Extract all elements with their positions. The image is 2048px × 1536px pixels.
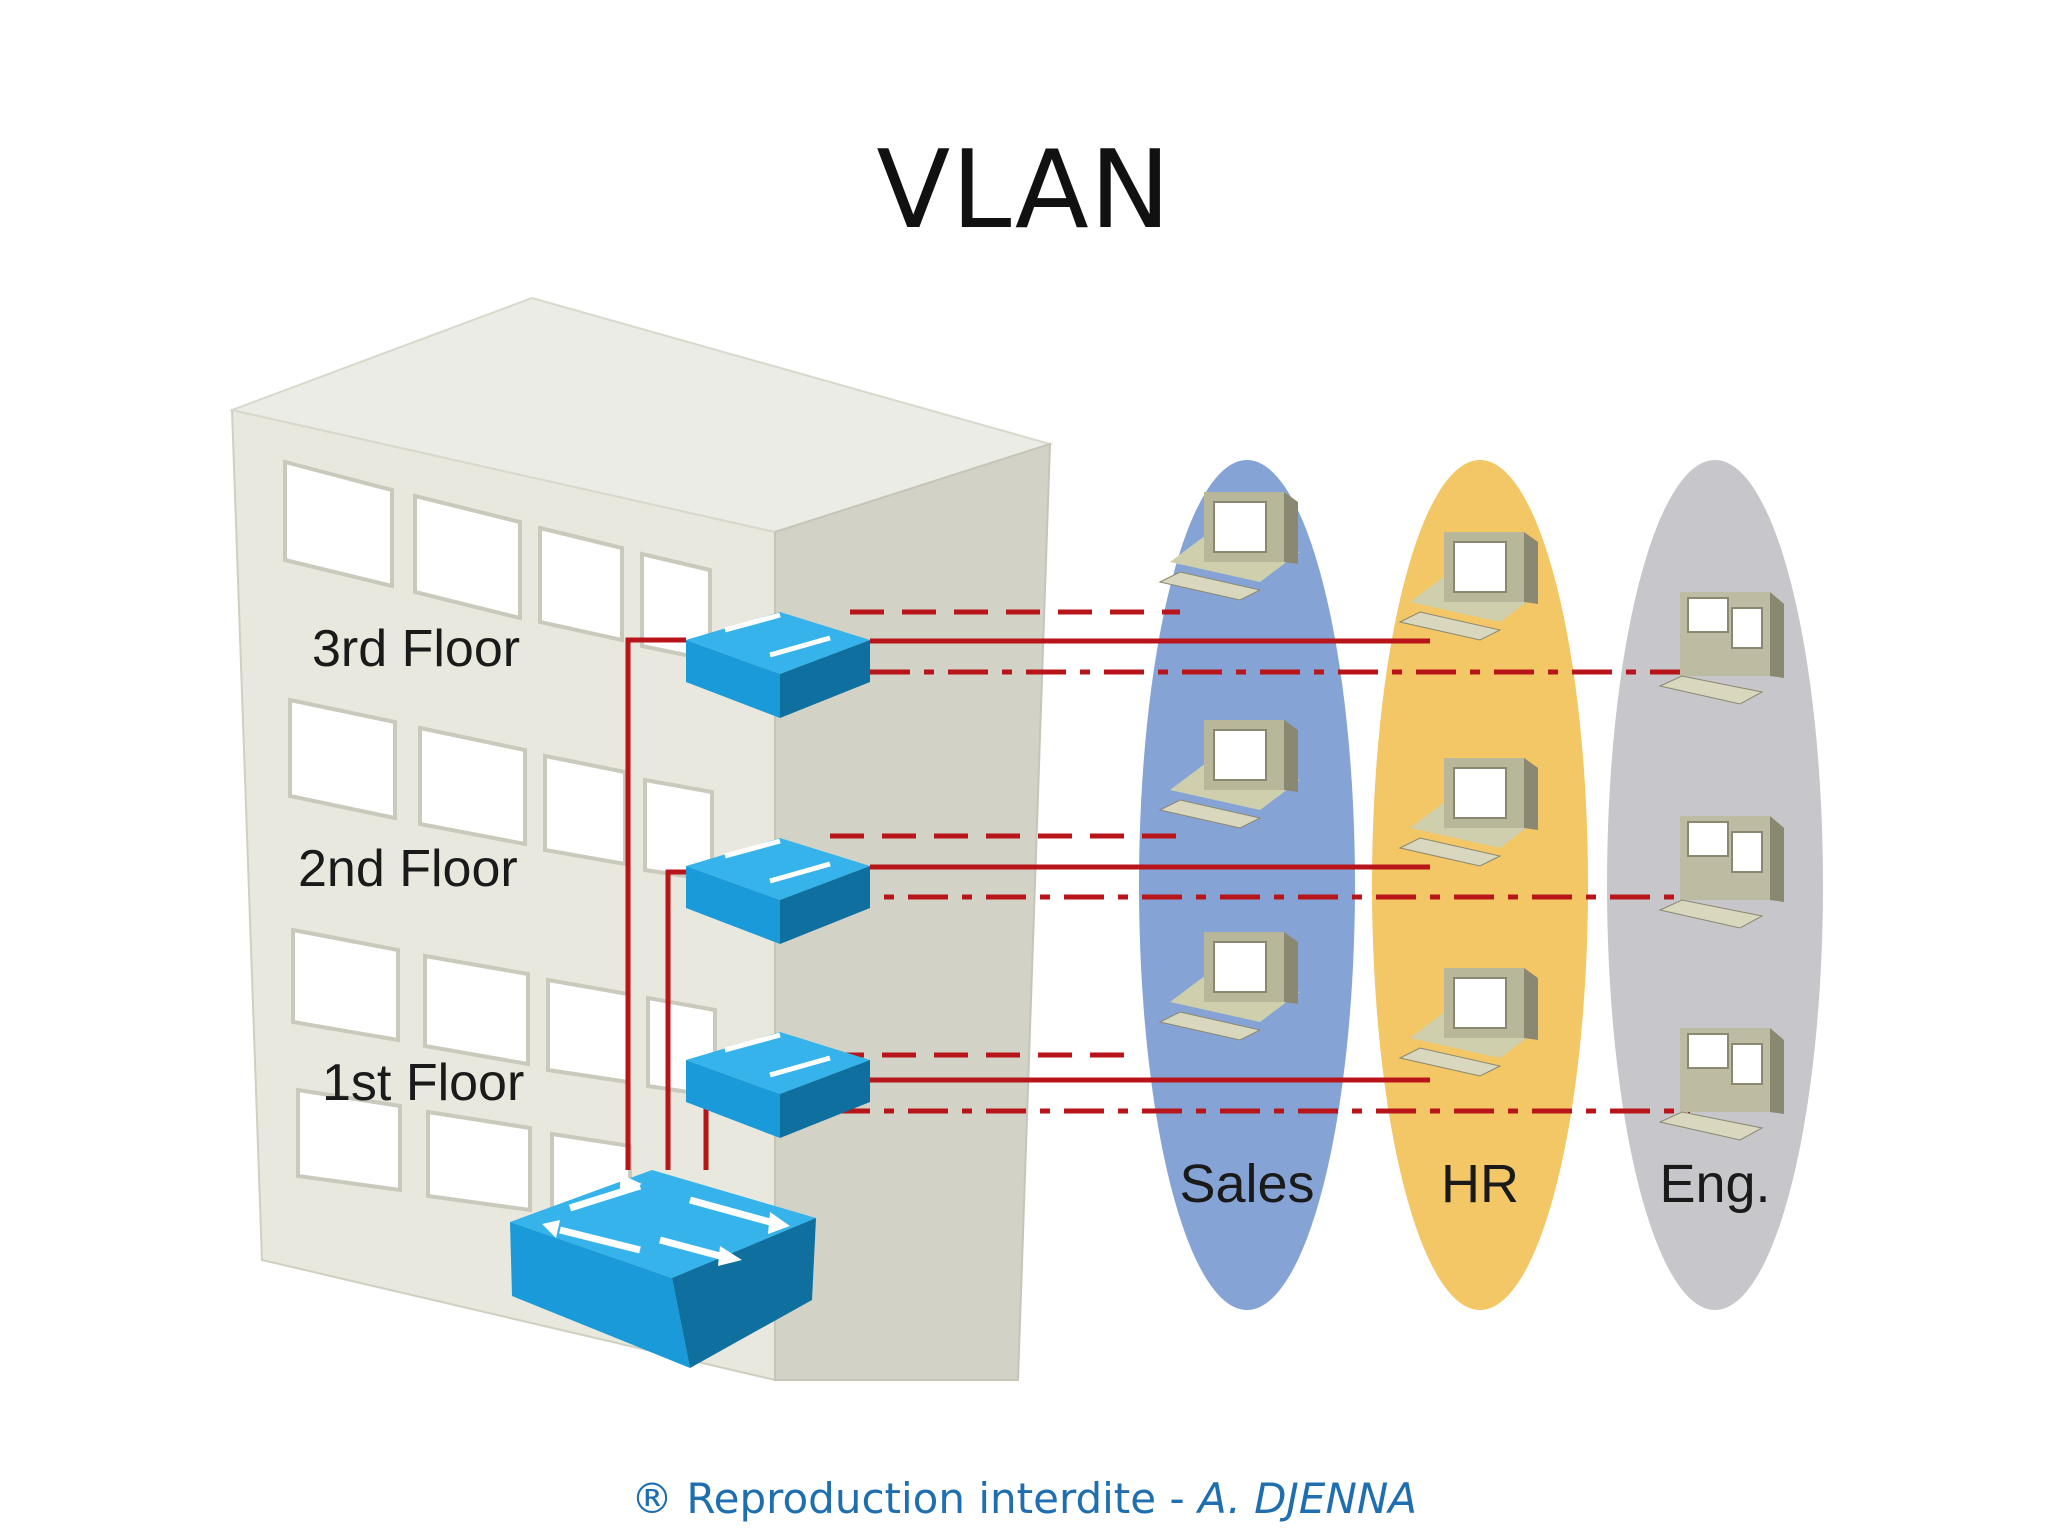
floor-label-3rd: 3rd Floor [312,620,520,678]
switches [510,612,870,1368]
trunk-cable-2nd [665,869,686,1170]
cables [625,609,1690,1170]
building-windows [283,459,717,1229]
switch-1st-floor [686,1032,870,1138]
eng-workstation-3 [1658,1028,1784,1141]
copyright-notice: ® Reproduction interdite - [630,1474,1198,1523]
eng-workstation-1 [1658,592,1784,705]
hr-pc-1 [1398,532,1540,641]
floor-label-1st: 1st Floor [322,1054,524,1112]
vlan-label-eng: Eng. [1659,1154,1770,1214]
copyright-author: A. DJENNA [1197,1474,1418,1523]
eng-workstation-2 [1658,816,1784,929]
switch-3rd-floor [686,612,870,718]
sales-pc-2 [1158,720,1300,829]
core-switch [510,1170,816,1368]
hr-pc-2 [1398,758,1540,867]
copyright-footer: ® Reproduction interdite - A. DJENNA [0,1474,2048,1523]
vlan-label-sales: Sales [1179,1154,1314,1214]
building [228,296,1054,1382]
vlan-label-hr: HR [1441,1154,1519,1214]
computers [1158,492,1784,1141]
hr-pc-3 [1398,968,1540,1077]
slide-title: VLAN [876,128,1172,253]
sales-pc-3 [1158,932,1300,1041]
sales-pc-1 [1158,492,1300,601]
switch-2nd-floor [686,838,870,944]
trunk-cable-3rd [625,637,686,1170]
floor-label-2nd: 2nd Floor [298,840,518,898]
